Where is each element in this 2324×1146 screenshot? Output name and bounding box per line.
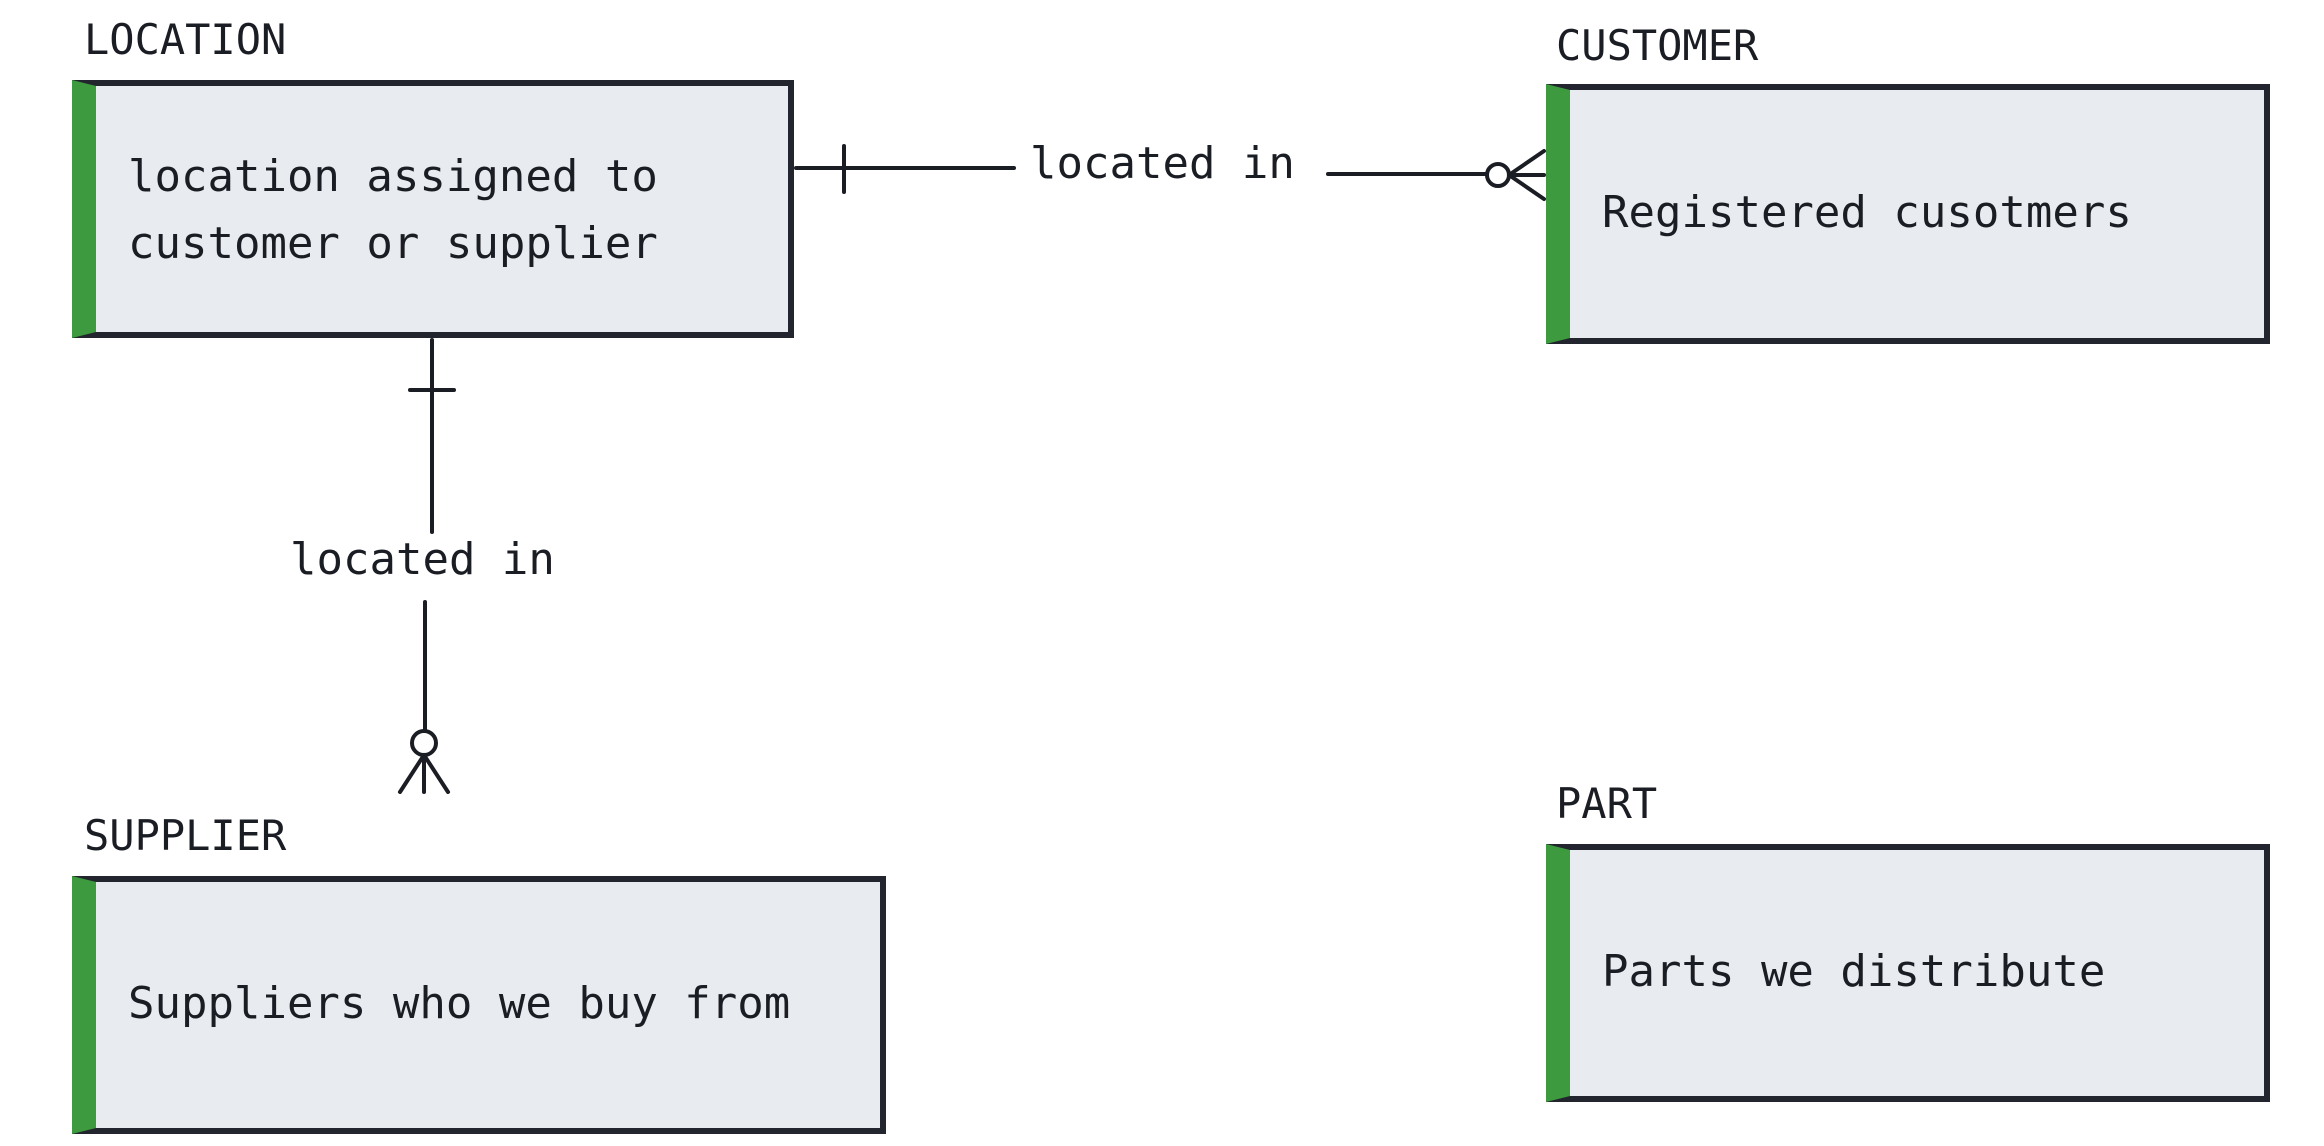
crows-foot-line bbox=[1507, 149, 1546, 177]
entity-name-part: PART bbox=[1556, 779, 1658, 828]
relationship-label-location-customer: located in bbox=[1030, 138, 1295, 189]
zero-cardinality-circle bbox=[1485, 162, 1511, 188]
crows-foot-line bbox=[398, 753, 426, 794]
entity-description-part: Parts we distribute bbox=[1602, 946, 2106, 997]
entity-supplier[interactable]: Suppliers who we buy from bbox=[72, 876, 886, 1134]
crows-foot-line bbox=[1507, 173, 1546, 201]
entity-location[interactable]: location assigned to customer or supplie… bbox=[72, 80, 794, 338]
entity-description-customer: Registered cusotmers bbox=[1602, 187, 2132, 238]
entity-name-customer: CUSTOMER bbox=[1556, 21, 1759, 70]
relationship-location-customer[interactable] bbox=[794, 144, 1546, 201]
entity-customer[interactable]: Registered cusotmers bbox=[1546, 84, 2270, 344]
zero-cardinality-circle bbox=[410, 729, 438, 757]
entity-name-location: LOCATION bbox=[84, 15, 287, 64]
entity-name-supplier: SUPPLIER bbox=[84, 811, 287, 860]
relationship-label-location-supplier: located in bbox=[290, 534, 555, 585]
relationship-location-supplier[interactable] bbox=[398, 338, 456, 794]
entity-description-supplier: Suppliers who we buy from bbox=[128, 978, 791, 1029]
entity-part[interactable]: Parts we distribute bbox=[1546, 844, 2270, 1102]
entity-description-location: location assigned to customer or supplie… bbox=[128, 151, 658, 269]
crows-foot-line bbox=[422, 753, 450, 794]
